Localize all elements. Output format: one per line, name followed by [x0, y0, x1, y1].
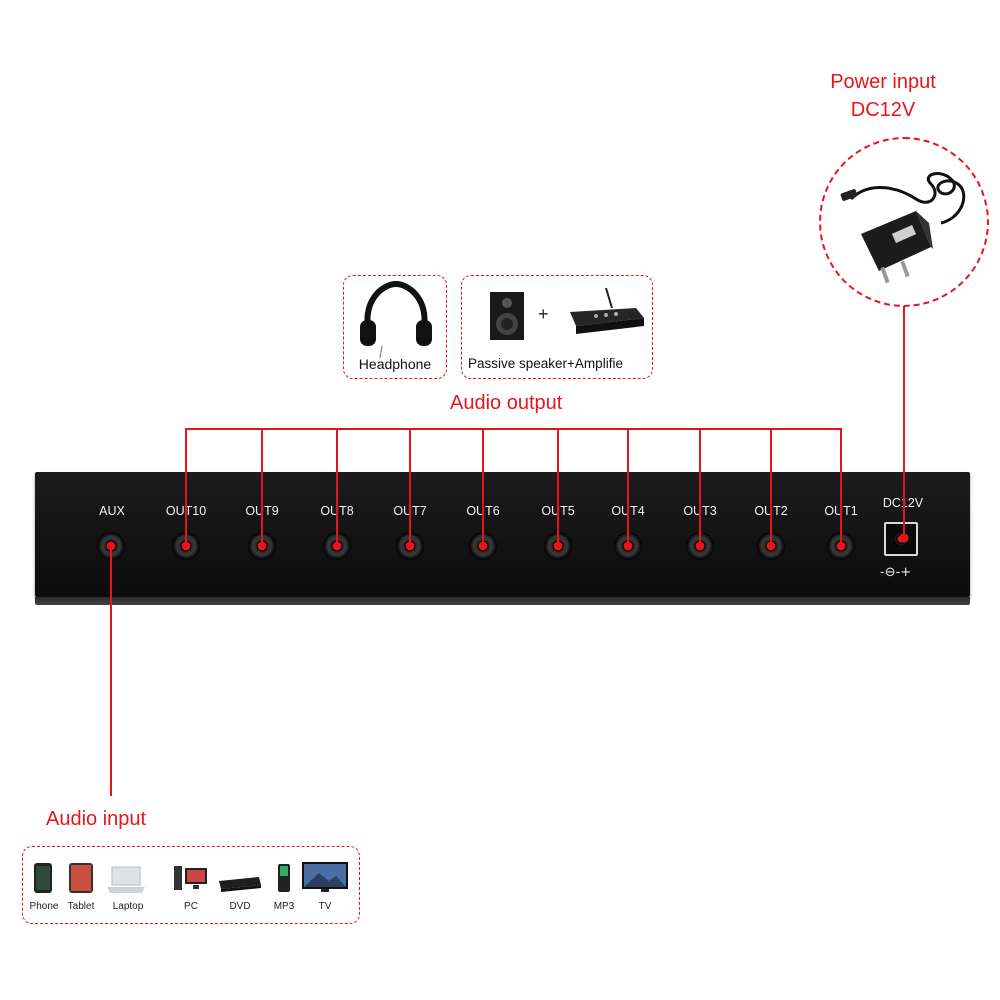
speaker-amplifier-caption: Passive speaker+Amplifie [468, 356, 623, 371]
aux-label: AUX [99, 504, 125, 518]
out7-wire [409, 428, 411, 546]
device-bottom-edge [35, 597, 970, 605]
source-devices-box: Phone Tablet Laptop PC DVD MP3 TV [22, 846, 360, 924]
source-caption-phone: Phone [29, 901, 59, 912]
out2-wire-dot [766, 541, 776, 551]
source-caption-dvd: DVD [229, 901, 251, 912]
audio-input-label: Audio input [46, 808, 147, 830]
phone-icon [34, 863, 52, 893]
out3-wire-dot [695, 541, 705, 551]
out5-wire-dot [553, 541, 563, 551]
out7-wire-dot [405, 541, 415, 551]
out4-wire [627, 428, 629, 546]
out8-wire-dot [332, 541, 342, 551]
source-caption-pc: PC [184, 901, 198, 912]
audio-output-label: Audio output [450, 392, 563, 414]
out1-wire [840, 428, 842, 546]
audio-splitter-device [35, 472, 970, 605]
audio-output-bus [185, 428, 842, 430]
out6-wire-dot [478, 541, 488, 551]
tv-icon [302, 862, 348, 892]
out5-wire [557, 428, 559, 546]
out9-wire [261, 428, 263, 546]
headphone-icon [360, 280, 432, 358]
out3-wire [699, 428, 701, 546]
out10-wire-dot [181, 541, 191, 551]
out10-wire [185, 428, 187, 546]
aux-wire-dot [106, 541, 116, 551]
power-adapter-callout [819, 137, 989, 307]
source-caption-tablet: Tablet [67, 901, 95, 912]
pc-icon [174, 866, 207, 890]
power-wire-dot [899, 533, 909, 543]
headphone-caption: Headphone [358, 356, 432, 372]
source-caption-laptop: Laptop [112, 901, 144, 912]
headphone-box: Headphone [343, 275, 447, 379]
audio-input-wire [110, 546, 112, 796]
power-input-line2: DC12V [850, 99, 916, 121]
mp3-icon [278, 864, 290, 892]
laptop-icon [107, 866, 145, 893]
out8-wire [336, 428, 338, 546]
speaker-icon [490, 292, 524, 340]
out4-wire-dot [623, 541, 633, 551]
power-input-line1: Power input [830, 71, 936, 93]
polarity-symbol: -⊖-+ [880, 565, 912, 580]
source-caption-mp3: MP3 [273, 901, 295, 912]
out9-wire-dot [257, 541, 267, 551]
dvd-icon [219, 877, 261, 892]
amplifier-icon [570, 287, 644, 334]
out2-wire [770, 428, 772, 546]
plus-sign: + [538, 304, 549, 324]
source-caption-tv: TV [318, 901, 332, 912]
out1-wire-dot [836, 541, 846, 551]
out6-wire [482, 428, 484, 546]
tablet-icon [69, 863, 93, 893]
speaker-amplifier-box: + Passive speaker+Amplifie [461, 275, 653, 379]
power-input-label: Power input DC12V [822, 68, 944, 124]
power-wire [903, 306, 905, 538]
power-adapter-icon [840, 172, 966, 284]
